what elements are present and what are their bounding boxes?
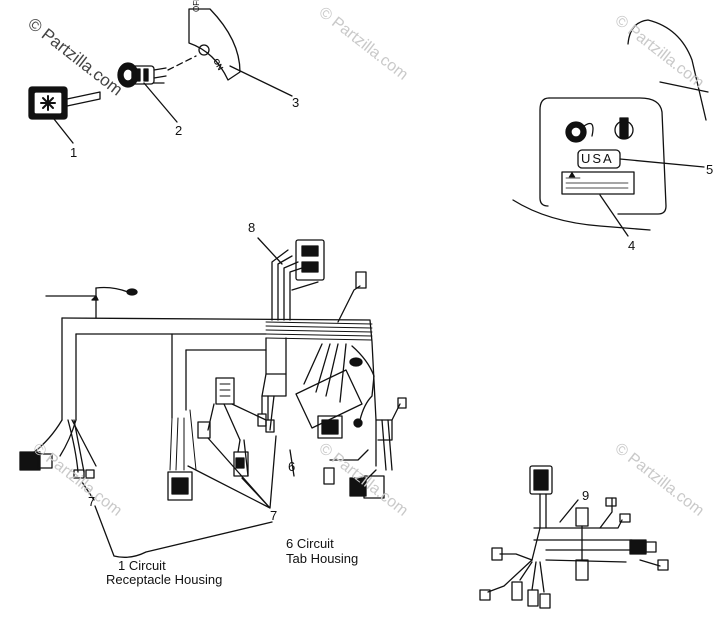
main-harness — [19, 239, 407, 501]
leader-7-right — [187, 435, 277, 509]
callout-7-left: 7 — [88, 494, 96, 509]
receptacle-note-line1: 1 Circuit — [118, 558, 166, 573]
tab-housing-note-line1: 6 Circuit — [286, 536, 334, 551]
switch-off-label: OFF — [192, 0, 201, 12]
dashboard-view — [512, 19, 709, 231]
callout-6: 6 — [288, 459, 296, 474]
callout-7-right: 7 — [270, 508, 278, 523]
leader-8 — [257, 237, 283, 265]
leader-1 — [53, 118, 74, 144]
receptacle-note-line2: Receptacle Housing — [106, 572, 223, 587]
part-9-harness — [479, 465, 669, 609]
leader-4 — [599, 194, 629, 237]
leader-7-left — [94, 505, 273, 558]
leader-5 — [619, 158, 705, 168]
callout-8: 8 — [248, 220, 256, 235]
leader-6 — [289, 449, 295, 477]
leader-2 — [143, 82, 178, 123]
part-2-key-switch — [117, 55, 197, 88]
leader-7-left-tip — [81, 481, 95, 501]
leader-9 — [559, 499, 579, 523]
callout-5: 5 — [706, 162, 714, 177]
part-1-cap — [28, 86, 101, 120]
part-3-switch-plate — [188, 8, 241, 81]
callout-2: 2 — [175, 123, 183, 138]
tab-housing-note-line2: Tab Housing — [286, 551, 359, 566]
usa-badge: USA — [581, 151, 614, 166]
callout-4: 4 — [628, 238, 636, 253]
leader-3 — [229, 65, 293, 97]
callout-1: 1 — [70, 145, 78, 160]
callout-9: 9 — [582, 488, 590, 503]
callout-3: 3 — [292, 95, 300, 110]
